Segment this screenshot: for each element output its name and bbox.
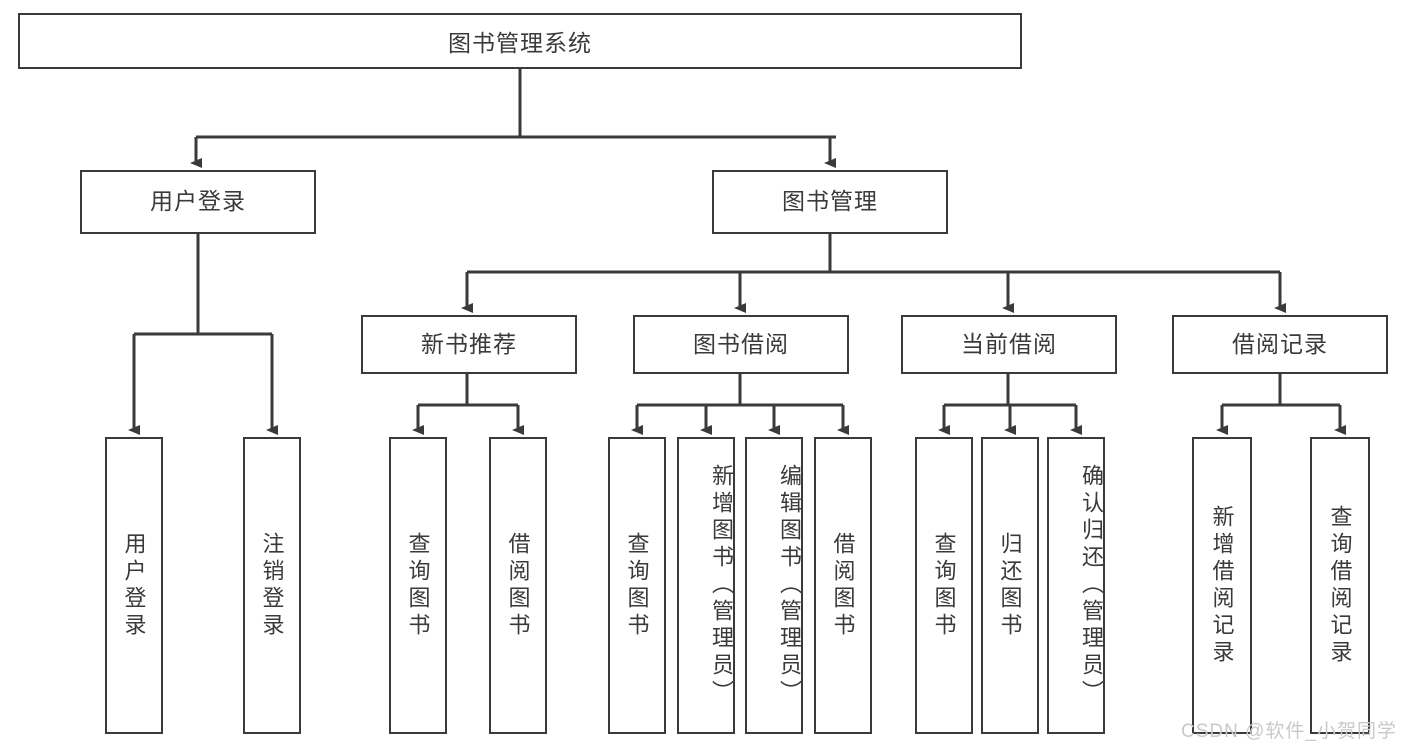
leaf-label: 借阅图书: [505, 531, 531, 640]
node-root[interactable]: 图书管理系统: [18, 13, 1022, 69]
leaf-current-borrow-query[interactable]: 查询图书: [915, 437, 973, 734]
leaf-label: 查询图书: [405, 531, 431, 640]
node-book-manage[interactable]: 图书管理: [712, 170, 948, 234]
node-root-label: 图书管理系统: [448, 30, 592, 56]
leaf-label: 归还图书: [997, 531, 1023, 640]
node-current-borrow[interactable]: 当前借阅: [901, 315, 1117, 374]
leaf-label: 确认归还（管理员）: [1079, 464, 1104, 707]
leaf-user-login-login[interactable]: 用户登录: [105, 437, 163, 734]
csdn-watermark: CSDN @软件_小贺同学: [1181, 721, 1397, 742]
leaf-label: 新增借阅记录: [1209, 504, 1235, 667]
node-current-borrow-label: 当前借阅: [961, 330, 1057, 357]
node-book-borrow-label: 图书借阅: [693, 330, 789, 357]
leaf-label: 查询图书: [624, 531, 650, 640]
node-user-login[interactable]: 用户登录: [80, 170, 316, 234]
leaf-borrow-record-query[interactable]: 查询借阅记录: [1310, 437, 1370, 734]
leaf-new-book-borrow[interactable]: 借阅图书: [489, 437, 547, 734]
leaf-label: 查询借阅记录: [1327, 504, 1353, 667]
leaf-current-borrow-return[interactable]: 归还图书: [981, 437, 1039, 734]
node-book-manage-label: 图书管理: [782, 188, 878, 215]
leaf-user-login-logout[interactable]: 注销登录: [243, 437, 301, 734]
node-book-borrow[interactable]: 图书借阅: [633, 315, 849, 374]
leaf-book-borrow-borrow[interactable]: 借阅图书: [814, 437, 872, 734]
leaf-label: 新增图书（管理员）: [709, 464, 734, 707]
leaf-label: 查询图书: [931, 531, 957, 640]
leaf-current-borrow-confirm[interactable]: 确认归还（管理员）: [1047, 437, 1105, 734]
leaf-label: 编辑图书（管理员）: [777, 464, 802, 707]
leaf-book-borrow-add[interactable]: 新增图书（管理员）: [677, 437, 735, 734]
leaf-label: 用户登录: [121, 531, 147, 640]
node-user-login-label: 用户登录: [150, 188, 246, 215]
node-borrow-record[interactable]: 借阅记录: [1172, 315, 1388, 374]
leaf-label: 注销登录: [259, 531, 285, 640]
node-borrow-record-label: 借阅记录: [1232, 330, 1328, 357]
leaf-book-borrow-edit[interactable]: 编辑图书（管理员）: [745, 437, 803, 734]
leaf-borrow-record-add[interactable]: 新增借阅记录: [1192, 437, 1252, 734]
leaf-label: 借阅图书: [830, 531, 856, 640]
leaf-new-book-query[interactable]: 查询图书: [389, 437, 447, 734]
leaf-book-borrow-query[interactable]: 查询图书: [608, 437, 666, 734]
node-new-book-recommend-label: 新书推荐: [421, 330, 517, 357]
node-new-book-recommend[interactable]: 新书推荐: [361, 315, 577, 374]
